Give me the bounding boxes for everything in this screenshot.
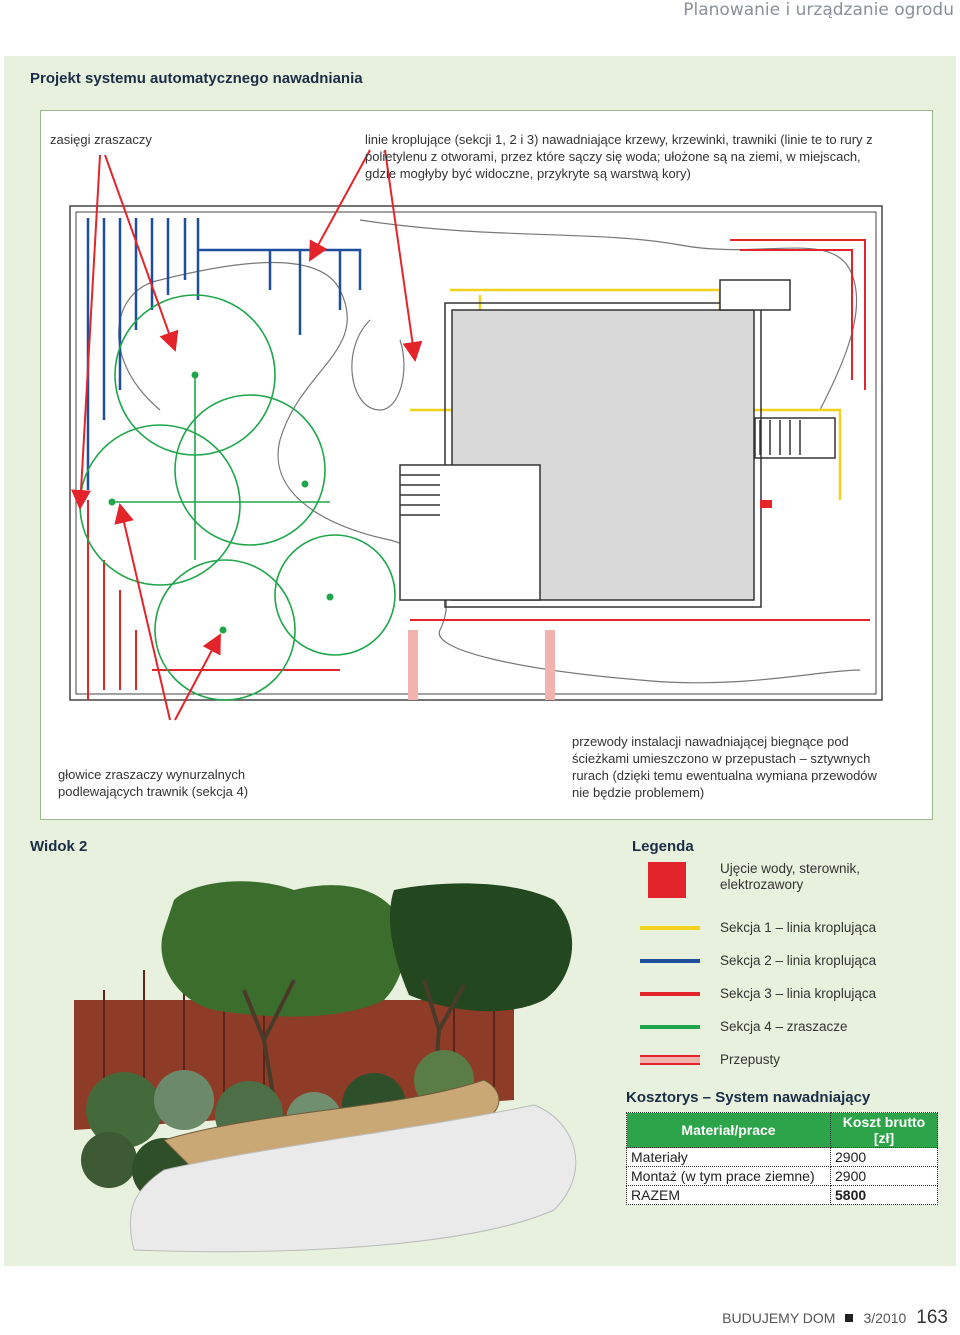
- legend-label-section1: Sekcja 1 – linia kroplująca: [720, 920, 877, 935]
- cost-row-value: 2900: [830, 1147, 938, 1167]
- legend-line-section4: [640, 1025, 700, 1029]
- garden-illustration: [74, 881, 577, 1253]
- legend-line-culverts: [640, 1055, 700, 1065]
- footer: BUDUJEMY DOM 3/2010 163: [722, 1301, 948, 1335]
- legend-line-section2: [640, 959, 700, 963]
- legend-label-section2: Sekcja 2 – linia kroplująca: [720, 953, 877, 968]
- irrigation-plan: [69, 149, 883, 721]
- footer-issue: 3/2010: [863, 1310, 907, 1326]
- cost-table: Materiał/prace Koszt brutto [zł] Materia…: [626, 1112, 938, 1205]
- cost-row-label: Materiały: [626, 1147, 831, 1167]
- header-title: Planowanie i urządzanie ogrodu: [683, 0, 954, 20]
- table-row: Montaż (w tym prace ziemne) 2900: [626, 1166, 938, 1186]
- page-number: 163: [916, 1307, 948, 1328]
- cost-header-cost: Koszt brutto [zł]: [830, 1112, 938, 1148]
- legend-label-section3: Sekcja 3 – linia kroplująca: [720, 986, 877, 1001]
- cost-total-label: RAZEM: [626, 1185, 831, 1205]
- legend-label-culverts: Przepusty: [720, 1052, 781, 1067]
- legend-line-section1: [640, 926, 700, 930]
- legend-label-control: Ujęcie wody, sterownik, elektrozawory: [720, 861, 861, 892]
- table-row-total: RAZEM 5800: [626, 1185, 938, 1205]
- square-icon: [845, 1314, 854, 1322]
- cost-row-label: Montaż (w tym prace ziemne): [626, 1166, 831, 1186]
- legend-swatch-control: [648, 862, 686, 898]
- project-title: Projekt systemu automatycznego nawadnian…: [30, 70, 363, 87]
- caption-sprinkler-heads: głowice zraszaczy wynurzalnych podlewają…: [58, 767, 249, 799]
- legend-title: Legenda: [632, 838, 694, 855]
- caption-sprinkler-range: zasięgi zraszaczy: [50, 132, 152, 147]
- legend-label-section4: Sekcja 4 – zraszacze: [720, 1019, 848, 1034]
- view-title: Widok 2: [30, 838, 88, 855]
- cost-title: Kosztorys – System nawadniający: [626, 1089, 871, 1106]
- cost-header-material: Materiał/prace: [626, 1112, 831, 1148]
- legend-line-section3: [640, 992, 700, 996]
- footer-magazine: BUDUJEMY DOM: [722, 1310, 836, 1326]
- cost-total-value: 5800: [830, 1185, 938, 1205]
- cost-row-value: 2900: [830, 1166, 938, 1186]
- caption-drip-lines: linie kroplujące (sekcji 1, 2 i 3) nawad…: [365, 132, 873, 181]
- caption-pipes: przewody instalacji nawadniającej biegną…: [572, 734, 877, 800]
- table-row: Materiały 2900: [626, 1147, 938, 1167]
